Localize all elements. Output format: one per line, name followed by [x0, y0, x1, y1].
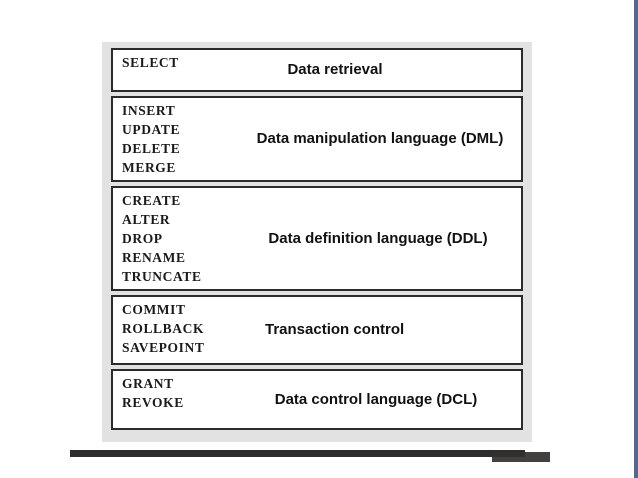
- category-description: Data definition language (DDL): [268, 229, 488, 247]
- sql-keyword: COMMIT: [122, 302, 186, 317]
- table-row: CREATE ALTER DROP RENAME TRUNCATE Data d…: [111, 186, 523, 291]
- sql-keyword: SELECT: [122, 55, 179, 70]
- sql-keyword: MERGE: [122, 160, 177, 175]
- keyword-column: SELECT: [113, 50, 241, 90]
- category-description: Data retrieval: [287, 61, 383, 78]
- table-row: SELECT Data retrieval: [111, 48, 523, 92]
- description-column: Data control language (DCL): [241, 371, 521, 428]
- sql-keyword: GRANT: [122, 376, 174, 391]
- table-row: GRANT REVOKE Data control language (DCL): [111, 369, 523, 430]
- sql-statement-categories-table: SELECT Data retrieval INSERT UPDATE DELE…: [102, 42, 532, 442]
- sql-keyword: UPDATE: [122, 122, 181, 137]
- slide-footer-rule: [70, 450, 525, 457]
- keyword-column: GRANT REVOKE: [113, 371, 241, 428]
- category-description: Data control language (DCL): [274, 390, 478, 408]
- description-column: Data retrieval: [241, 50, 521, 90]
- keyword-column: INSERT UPDATE DELETE MERGE: [113, 98, 241, 180]
- description-column: Data definition language (DDL): [241, 188, 521, 289]
- sql-keyword: REVOKE: [122, 395, 184, 410]
- category-description: Data manipulation language (DML): [256, 130, 504, 147]
- sql-keyword: ALTER: [122, 212, 171, 227]
- sql-keyword: SAVEPOINT: [122, 340, 205, 355]
- table-row: COMMIT ROLLBACK SAVEPOINT Transaction co…: [111, 295, 523, 365]
- sql-keyword: INSERT: [122, 103, 176, 118]
- slide-footer-logo-mark: [492, 452, 550, 462]
- keyword-column: CREATE ALTER DROP RENAME TRUNCATE: [113, 188, 241, 289]
- table-row: INSERT UPDATE DELETE MERGE Data manipula…: [111, 96, 523, 182]
- sql-keyword: RENAME: [122, 250, 186, 265]
- sql-keyword: DROP: [122, 231, 163, 246]
- sql-keyword: CREATE: [122, 193, 181, 208]
- sql-keyword: TRUNCATE: [122, 269, 202, 284]
- slide-accent-stripe: [634, 0, 638, 478]
- sql-keyword: ROLLBACK: [122, 321, 205, 336]
- description-column: Transaction control: [241, 297, 521, 363]
- keyword-column: COMMIT ROLLBACK SAVEPOINT: [113, 297, 241, 363]
- category-description: Transaction control: [265, 321, 405, 338]
- sql-keyword: DELETE: [122, 141, 181, 156]
- description-column: Data manipulation language (DML): [241, 98, 521, 180]
